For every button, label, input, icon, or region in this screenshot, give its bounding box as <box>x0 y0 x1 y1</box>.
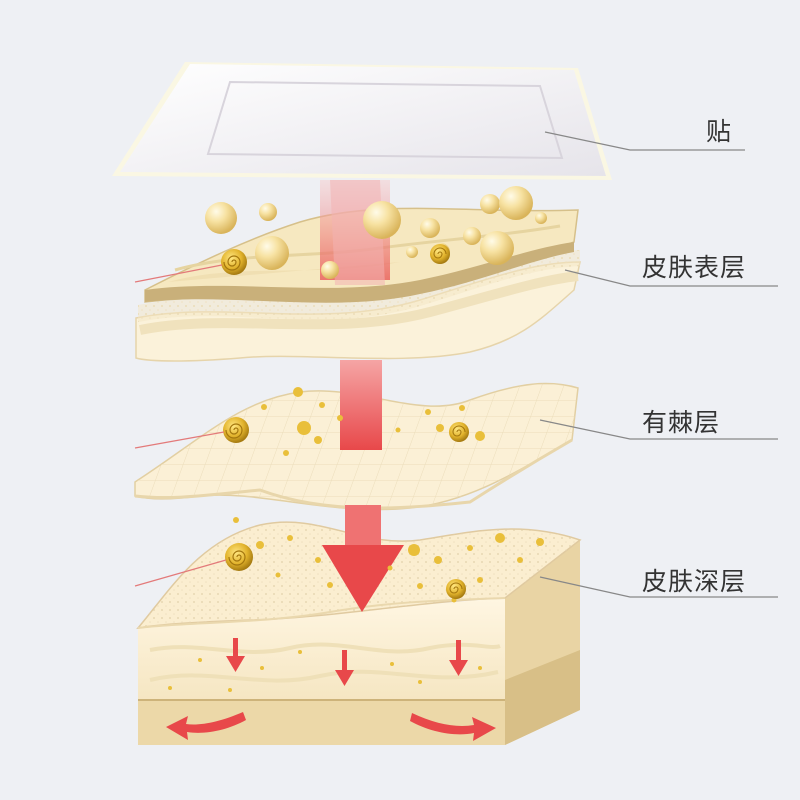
label-patch: 贴 <box>706 112 732 148</box>
gold-sphere-icon <box>205 202 237 234</box>
label-deep-skin: 皮肤深层 <box>642 562 746 598</box>
spiral-particle-icon <box>225 543 253 571</box>
gold-sphere-icon <box>259 203 277 221</box>
spiral-particle-icon <box>446 579 466 599</box>
gold-sphere-icon <box>480 231 514 265</box>
gold-sphere-icon <box>420 218 440 238</box>
spiral-particle-icon <box>430 244 450 264</box>
gold-sphere-icon <box>255 236 289 270</box>
spiral-particle-icon <box>223 417 249 443</box>
spiral-particle-icon <box>221 249 247 275</box>
gold-sphere-icon <box>406 246 418 258</box>
gold-sphere-icon <box>321 261 339 279</box>
spiral-particle-icon <box>449 422 469 442</box>
label-epidermis: 皮肤表层 <box>642 248 746 284</box>
label-spinous-layer: 有棘层 <box>642 403 720 439</box>
gold-sphere-icon <box>463 227 481 245</box>
gold-sphere-icon <box>499 186 533 220</box>
right-leader-lines <box>540 132 778 597</box>
gold-sphere-icon <box>363 201 401 239</box>
gold-sphere-icon <box>535 212 547 224</box>
gold-sphere-icon <box>480 194 500 214</box>
patch-pad <box>112 62 612 180</box>
